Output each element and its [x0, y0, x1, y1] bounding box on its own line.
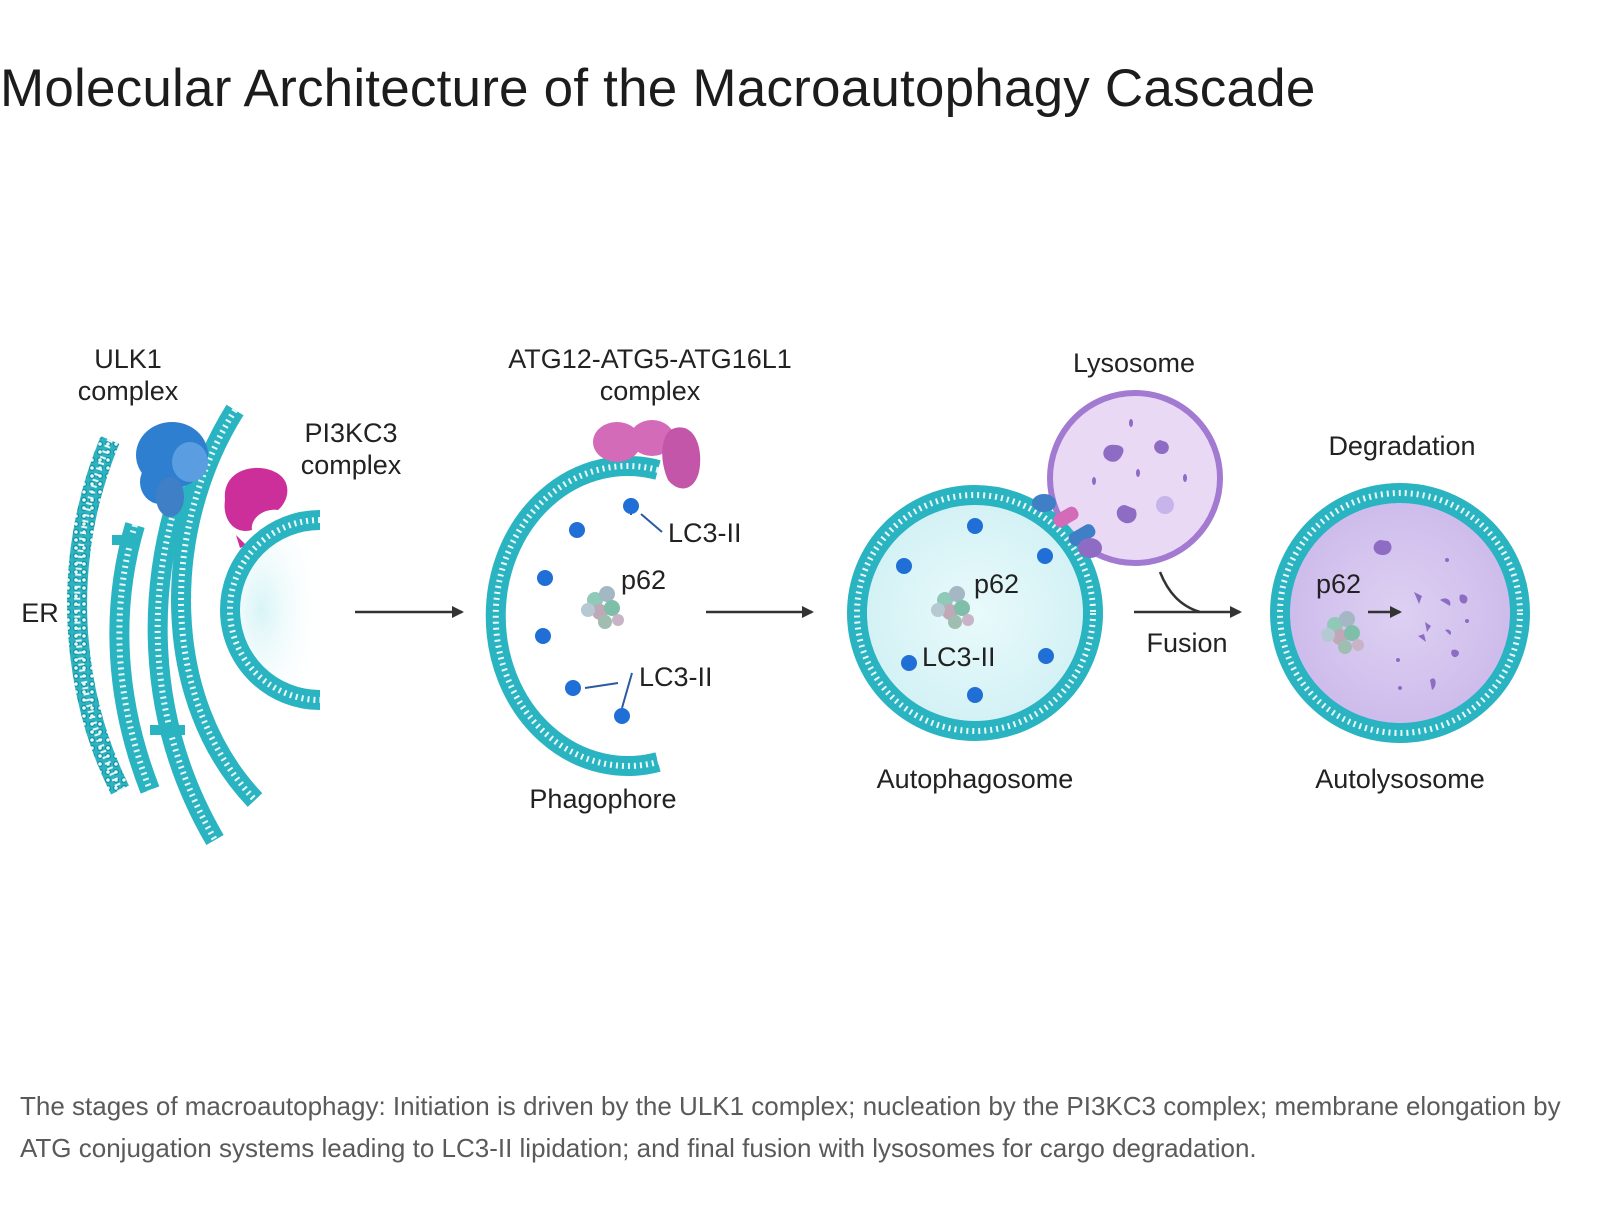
lc3-markers-phagophore [535, 498, 663, 724]
er-label: ER [21, 598, 59, 628]
ulk1-complex-shape [136, 422, 208, 517]
fusion-label: Fusion [1146, 628, 1227, 658]
phagophore-membrane [485, 456, 661, 776]
atg12-atg5-atg16l1-complex-shape [593, 420, 701, 489]
nascent-phagophore [220, 510, 321, 710]
lc3-markers-autophagosome [896, 518, 1054, 703]
p62-cargo-autolysosome [1321, 611, 1364, 654]
autophagy-diagram: ULK1 complex PI3KC3 complex ER ATG12-A [0, 170, 1600, 1020]
fusion-curve [1158, 571, 1201, 614]
autophagosome-label: Autophagosome [877, 764, 1074, 794]
autolysosome-label: Autolysosome [1315, 764, 1485, 794]
lc3-label-top: LC3-II [668, 518, 742, 548]
degradation-label: Degradation [1328, 431, 1475, 461]
p62-cargo-phagophore [581, 586, 624, 629]
page-title: Molecular Architecture of the Macroautop… [0, 59, 1316, 118]
ulk1-label-line2: complex [78, 376, 179, 406]
lc3-label-autophagosome: LC3-II [922, 642, 996, 672]
lc3-label-bottom: LC3-II [639, 662, 713, 692]
p62-label-autolysosome: p62 [1316, 569, 1361, 599]
pi3kc3-label-line1: PI3KC3 [304, 418, 397, 448]
degraded-fragments [1373, 540, 1469, 690]
lysosome-shape [1047, 390, 1223, 566]
pi3kc3-label-line2: complex [301, 450, 402, 480]
atg-label-line1: ATG12-ATG5-ATG16L1 [508, 344, 792, 374]
pi3kc3-complex-shape [224, 467, 288, 548]
p62-cargo-autophagosome [931, 586, 974, 629]
ulk1-label-line1: ULK1 [94, 344, 162, 374]
lysosome-label: Lysosome [1073, 348, 1195, 378]
phagophore-label: Phagophore [529, 784, 676, 814]
p62-label-autophagosome: p62 [974, 569, 1019, 599]
snare-fusion-proteins [1032, 494, 1102, 558]
p62-label-phagophore: p62 [621, 565, 666, 595]
autophagosome-shape [847, 485, 1103, 741]
figure-caption: The stages of macroautophagy: Initiation… [20, 1091, 1561, 1163]
atg-label-line2: complex [600, 376, 701, 406]
